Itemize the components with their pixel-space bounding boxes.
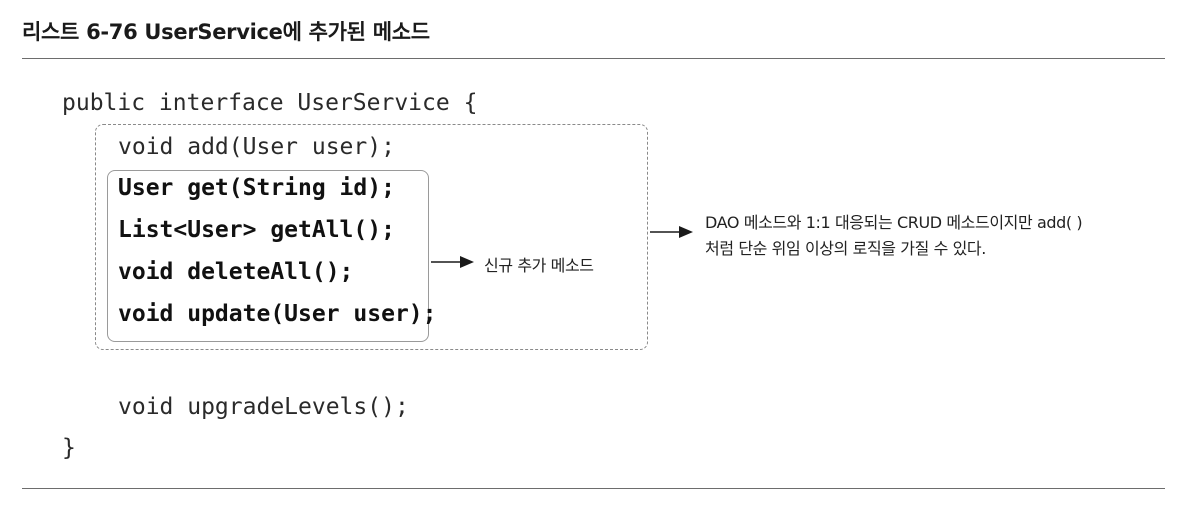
arrow-to-crud-note	[650, 226, 693, 238]
method-get: User get(String id);	[118, 175, 395, 201]
bottom-divider	[22, 488, 1165, 489]
new-methods-box	[107, 170, 429, 342]
method-upgrade-levels: void upgradeLevels();	[118, 394, 409, 420]
interface-closing-brace: }	[62, 435, 76, 461]
interface-declaration: public interface UserService {	[62, 90, 478, 116]
method-delete-all: void deleteAll();	[118, 259, 354, 285]
top-divider	[22, 58, 1165, 59]
listing-title: 리스트 6-76 UserService에 추가된 메소드	[22, 20, 430, 44]
method-get-all: List<User> getAll();	[118, 217, 395, 243]
arrow-to-new-methods-note	[431, 256, 474, 268]
crud-methods-box	[95, 124, 648, 350]
crud-note-line-1: DAO 메소드와 1:1 대응되는 CRUD 메소드이지만 add( )	[705, 213, 1083, 232]
new-methods-label: 신규 추가 메소드	[484, 256, 594, 275]
crud-note-line-2: 처럼 단순 위임 이상의 로직을 가질 수 있다.	[705, 239, 986, 258]
method-update: void update(User user);	[118, 301, 437, 327]
method-add: void add(User user);	[118, 134, 395, 160]
